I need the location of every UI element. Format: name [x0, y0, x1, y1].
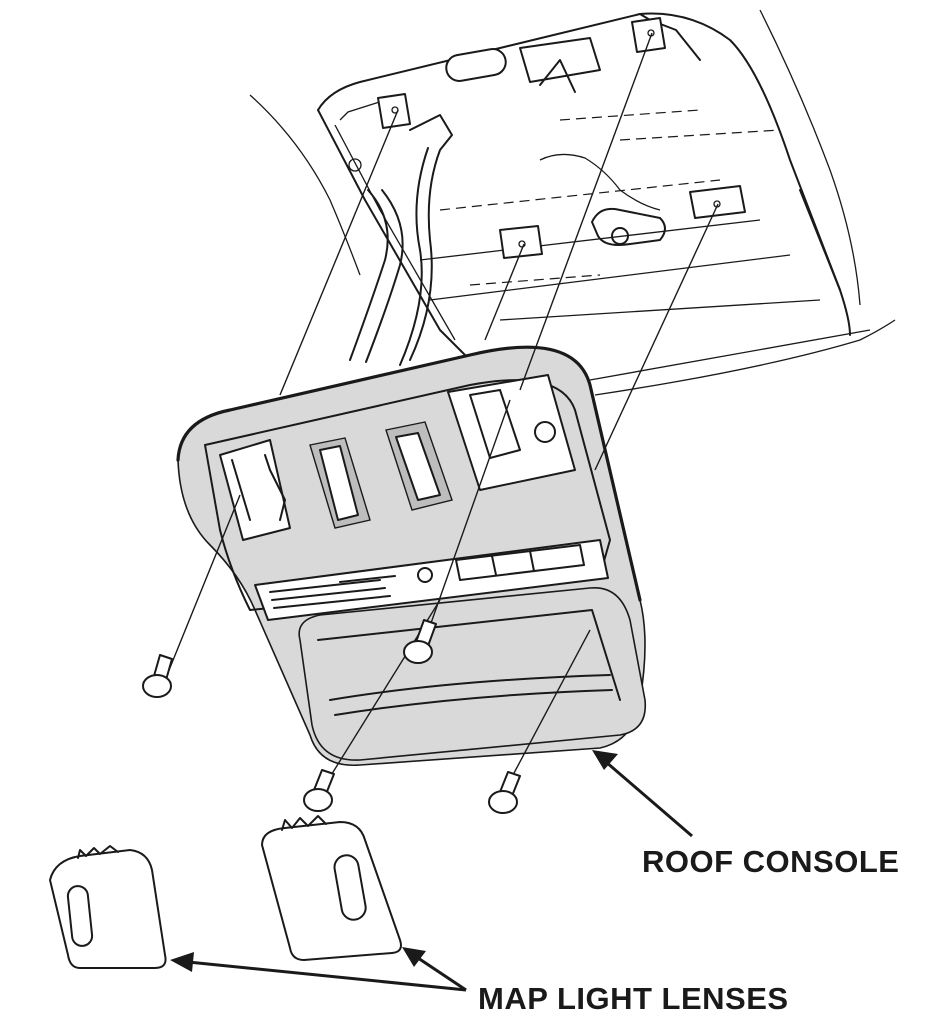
screw-4 [488, 771, 521, 814]
map-light-lenses-callout-arrows [170, 947, 467, 992]
roof-clip-center [499, 225, 543, 259]
map-light-lens-right [261, 815, 402, 961]
roof-console [176, 345, 647, 767]
roof-clip-left [377, 93, 411, 129]
roof-console-label: ROOF CONSOLE [642, 844, 900, 879]
screws [142, 32, 719, 814]
screw-3 [303, 769, 335, 812]
roof-console-callout-arrow [592, 750, 693, 838]
roof-headliner [249, 9, 896, 396]
screw-1 [142, 654, 173, 698]
map-light-lenses-label: MAP LIGHT LENSES [478, 981, 789, 1016]
wire-harness [349, 114, 453, 366]
map-light-lens-left [49, 845, 167, 969]
screw-2 [403, 619, 437, 664]
roof-openings [348, 17, 746, 259]
roof-clip-side [689, 185, 746, 219]
